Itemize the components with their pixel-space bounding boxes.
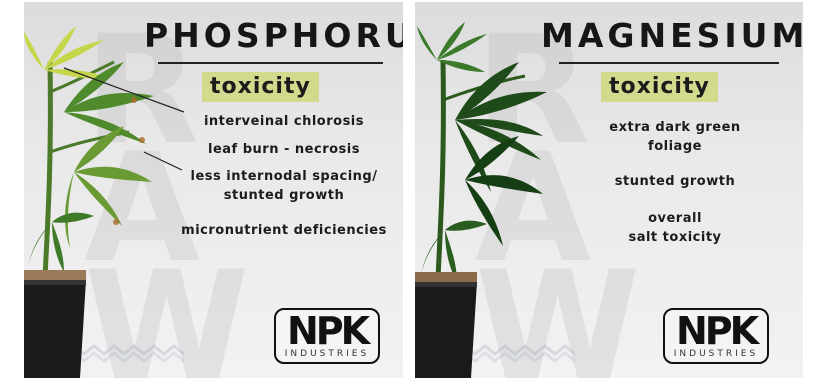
symptom-item: overall salt toxicity: [628, 211, 722, 245]
logo-subtext: INDUSTRIES: [284, 349, 370, 359]
wave-pattern-decoration: [64, 344, 184, 363]
wave-pattern-decoration: [455, 344, 575, 363]
symptom-item: stunted growth: [614, 174, 736, 189]
logo-text: NPK: [675, 309, 759, 353]
npk-industries-logo: NPK INDUSTRIES: [274, 308, 380, 364]
panel-subtitle: toxicity: [202, 72, 319, 102]
npk-industries-logo: NPK INDUSTRIES: [663, 308, 769, 364]
plant-pot-image: [415, 272, 477, 378]
pointer-lines: [63, 67, 185, 171]
symptom-item: less internodal spacing/ stunted growth: [190, 169, 378, 203]
title-underline: [559, 62, 779, 64]
logo-subtext: INDUSTRIES: [673, 349, 759, 359]
cannabis-plant-image: [417, 22, 547, 305]
logo-text: NPK: [286, 309, 370, 353]
symptom-item: leaf burn - necrosis: [208, 142, 360, 157]
symptom-item: micronutrient deficiencies: [181, 223, 387, 238]
title-underline: [158, 62, 383, 64]
panel-title: PHOSPHORUS: [144, 16, 403, 55]
panel-subtitle: toxicity: [601, 72, 718, 102]
symptom-item: extra dark green foliage: [609, 120, 741, 154]
plant-pot-image: [24, 270, 86, 378]
panel-title: MAGNESIUM: [541, 16, 803, 55]
symptom-item: interveinal chlorosis: [203, 114, 365, 129]
